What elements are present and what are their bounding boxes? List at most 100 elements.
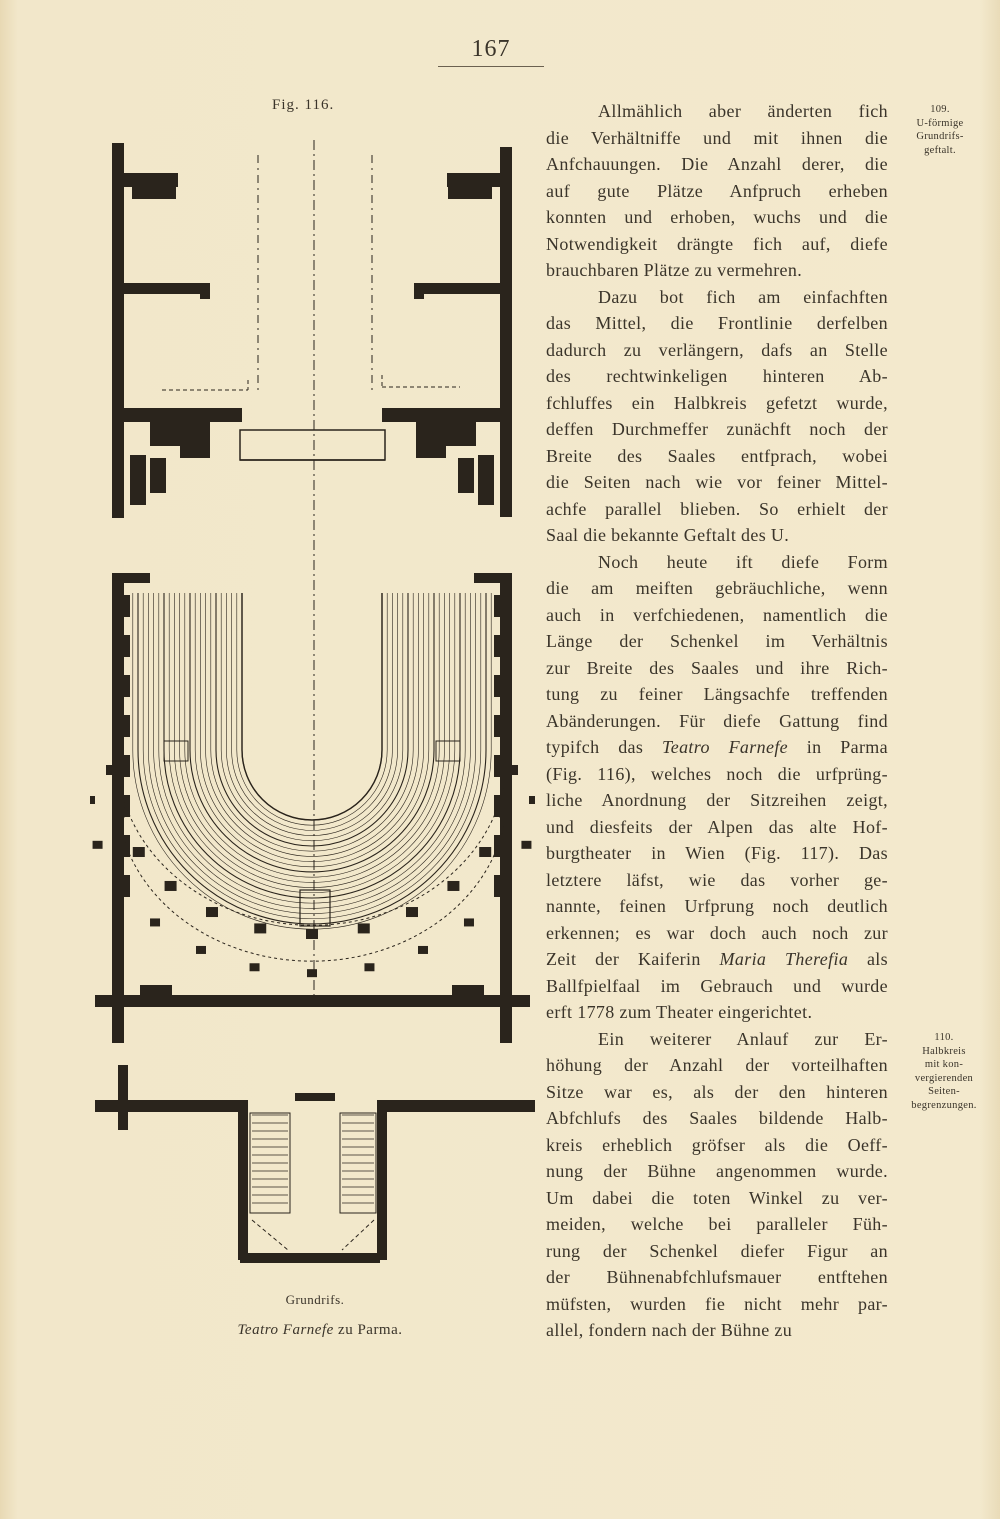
- plan-seat-row: [194, 593, 430, 868]
- text-line: Noch heute ift diefe Form: [598, 551, 888, 572]
- text-line: letztere läfst, wie das vorher ge-: [546, 869, 888, 890]
- text-line: müfsten, wurden fie nicht mehr par-: [546, 1293, 888, 1314]
- margin-note-line: Grundrifs-: [916, 131, 964, 142]
- figure-caption-title: Teatro Farnefe zu Parma.: [0, 1322, 640, 1339]
- plan-pier: [494, 635, 508, 657]
- plan-column: [114, 882, 125, 891]
- plan-wall: [295, 1093, 335, 1101]
- plan-pier: [116, 715, 130, 737]
- plan-wall: [124, 173, 178, 187]
- plan-column: [164, 880, 177, 891]
- plan-pier: [116, 675, 130, 697]
- plan-wall: [382, 408, 500, 422]
- plan-wall: [124, 408, 242, 422]
- text-line: erkennen; es war doch auch noch zur: [546, 922, 888, 943]
- margin-note-line: mit kon-: [924, 1059, 964, 1070]
- plan-seat-row: [205, 593, 419, 857]
- plan-seat-row: [215, 593, 409, 847]
- text-line: die Seiten nach wie vor feiner Mittel-: [546, 472, 888, 492]
- text-line: rung der Schenkel diefer Figur an: [546, 1240, 888, 1261]
- figure-caption-sub: Grundrifs.: [285, 1292, 345, 1307]
- plan-orchestra-edge: [241, 593, 383, 821]
- text-line: Sitze war es, als der den hinteren: [546, 1081, 888, 1102]
- text-line: höhung der Anzahl der vorteilhaften: [546, 1055, 888, 1075]
- margin-note-number: 109.: [930, 104, 950, 115]
- plan-pier: [116, 755, 130, 777]
- italic-name: Teatro Farnefe: [662, 737, 789, 757]
- plan-pier: [116, 635, 130, 657]
- text-line: (Fig. 116), welches noch die urfprüng-: [546, 763, 888, 784]
- plan-wall: [200, 283, 210, 299]
- text-line: brauchbaren Plätze zu vermehren.: [546, 260, 803, 280]
- plan-stair: [140, 985, 172, 995]
- plan-seat-row: [189, 593, 435, 873]
- plan-column: [92, 840, 103, 849]
- plan-seat-row: [158, 593, 466, 904]
- plan-stair: [452, 985, 484, 995]
- plan-pier: [494, 675, 508, 697]
- plan-column: [106, 765, 118, 775]
- margin-note-line: U-förmige: [916, 117, 964, 129]
- text-span: in Parma: [788, 737, 888, 757]
- plan-stair: [339, 1112, 377, 1214]
- text-span: Zeit der Kaiferin: [546, 949, 720, 969]
- text-line: Ballfpielfaal im Gebrauch und wurde: [546, 975, 888, 996]
- plan-seat-row: [153, 593, 471, 909]
- plan-pier: [116, 595, 130, 617]
- plan-column: [132, 847, 145, 857]
- text-line: der Bühnenabfchlufsmauer entftehen: [546, 1267, 888, 1287]
- plan-column: [150, 918, 161, 927]
- plan-seat-row: [142, 593, 482, 920]
- margin-note-number: 110.: [934, 1032, 954, 1043]
- plan-stair: [435, 740, 461, 762]
- text-line: allel, fondern nach der Bühne zu: [546, 1320, 793, 1340]
- text-line: burgtheater in Wien (Fig. 117). Das: [546, 843, 888, 863]
- text-line: erft 1778 zum Theater eingerichtet.: [546, 1002, 813, 1022]
- plan-pier: [150, 422, 210, 446]
- text-line: Abfchlufs des Saales bildende Halb-: [546, 1108, 888, 1128]
- plan-arcade-arc: [119, 824, 505, 962]
- plan-column: [196, 945, 206, 954]
- text-line: Anfchauungen. Die Anzahl derer, die: [546, 154, 888, 174]
- plan-entrance: [299, 889, 331, 927]
- plan-wall: [95, 1100, 240, 1112]
- text-line: nung der Bühne angenommen wurde.: [546, 1161, 888, 1181]
- text-line: und diesfeits der Alpen das alte Hof-: [546, 816, 888, 837]
- margin-note-line: geftalt.: [924, 144, 956, 156]
- plan-wall: [385, 1100, 535, 1112]
- text-line: auf gute Plätze Anfpruch erheben: [546, 180, 888, 201]
- plan-wall: [95, 995, 530, 1007]
- text-line: nannte, feinen Urfprung noch deutlich: [546, 896, 888, 916]
- plan-wall: [238, 1100, 248, 1260]
- plan-column: [447, 880, 460, 891]
- plan-seat-row: [231, 593, 393, 831]
- margin-note-line: Halbkreis: [922, 1045, 966, 1057]
- plan-pier: [494, 835, 508, 857]
- page-number: 167: [471, 36, 511, 62]
- text-line: das Mittel, die Frontlinie derfelben: [546, 313, 888, 333]
- plan-wall: [417, 283, 500, 294]
- plan-column: [418, 945, 428, 954]
- text-line: tung zu feiner Längsachfe treffenden: [546, 684, 888, 704]
- plan-pier: [416, 422, 476, 446]
- plan-pier: [494, 595, 508, 617]
- plan-wall: [447, 173, 501, 187]
- text-line: Saal die bekannte Geftalt des U.: [546, 525, 790, 545]
- plan-guide: [251, 1219, 289, 1251]
- plan-wall: [474, 573, 506, 583]
- text-line: Breite des Saales entfprach, wobei: [546, 445, 888, 466]
- text-line: Zeit der Kaiferin Maria Therefia als: [546, 946, 888, 973]
- text-line: deffen Durchmeffer zunächft noch der: [546, 419, 888, 439]
- plan-stair: [249, 1112, 291, 1214]
- floor-plan-figure: [90, 140, 535, 1263]
- text-line: Dazu bot fich am einfachften: [598, 286, 888, 307]
- plan-seat-row: [184, 593, 440, 878]
- plan-wall: [416, 446, 446, 458]
- plan-wall: [118, 573, 150, 583]
- italic-name: Maria Therefia: [719, 949, 849, 969]
- plan-pier: [130, 455, 146, 505]
- text-line: Abänderungen. Für diefe Gattung find: [546, 710, 888, 731]
- text-line: Um dabei die toten Winkel zu ver-: [546, 1187, 888, 1208]
